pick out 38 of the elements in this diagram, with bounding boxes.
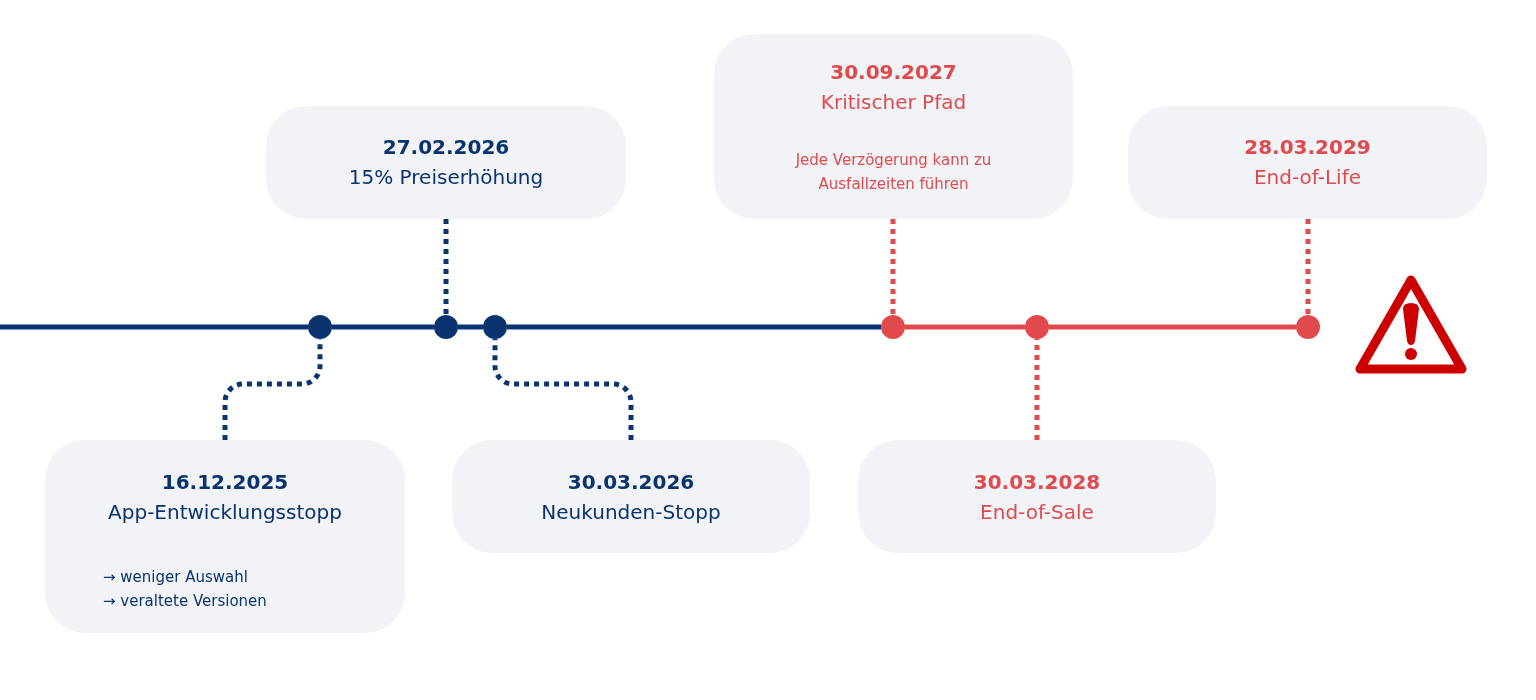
milestone-title: Kritischer Pfad	[820, 89, 967, 116]
timeline-line	[905, 324, 1025, 330]
timeline-line	[0, 324, 308, 330]
leader-line	[1034, 339, 1040, 440]
milestone-title: App-Entwicklungsstopp	[108, 499, 342, 526]
milestone-title: End-of-Sale	[980, 499, 1094, 526]
milestone-card	[266, 106, 626, 219]
leader-line	[1305, 219, 1311, 315]
milestone-card	[452, 440, 810, 553]
milestone-date: 30.03.2028	[973, 469, 1101, 496]
milestone-note: → weniger Auswahl	[103, 567, 248, 588]
timeline-dot	[1025, 315, 1049, 339]
timeline-line	[332, 324, 434, 330]
timeline-dot	[434, 315, 458, 339]
milestone-date: 27.02.2026	[382, 134, 510, 161]
timeline-line	[1049, 324, 1296, 330]
milestone-title: Neukunden-Stopp	[541, 499, 721, 526]
milestone-title: End-of-Life	[1253, 164, 1361, 191]
milestone-card	[45, 440, 405, 633]
milestone-date: 16.12.2025	[161, 469, 289, 496]
milestone-card	[858, 440, 1216, 553]
milestone-note: Jede Verzögerung kann zu Ausfallzeiten führen	[794, 150, 993, 195]
timeline-line	[458, 324, 483, 330]
timeline-dot	[308, 315, 332, 339]
leader-line	[492, 339, 634, 440]
timeline-dot	[1296, 315, 1320, 339]
milestone-card	[1128, 106, 1487, 219]
milestone-date: 30.03.2026	[567, 469, 695, 496]
milestone-note: → veraltete Versionen	[103, 591, 267, 612]
milestone-title: 15% Preiserhöhung	[348, 164, 544, 191]
timeline-dot	[483, 315, 507, 339]
milestone-date: 30.09.2027	[830, 59, 957, 86]
timeline-line	[507, 324, 881, 330]
milestone-date: 28.03.2029	[1244, 134, 1371, 161]
timeline-dot	[881, 315, 905, 339]
leader-line	[443, 219, 449, 315]
leader-line	[890, 219, 896, 315]
milestone-card	[714, 34, 1073, 219]
